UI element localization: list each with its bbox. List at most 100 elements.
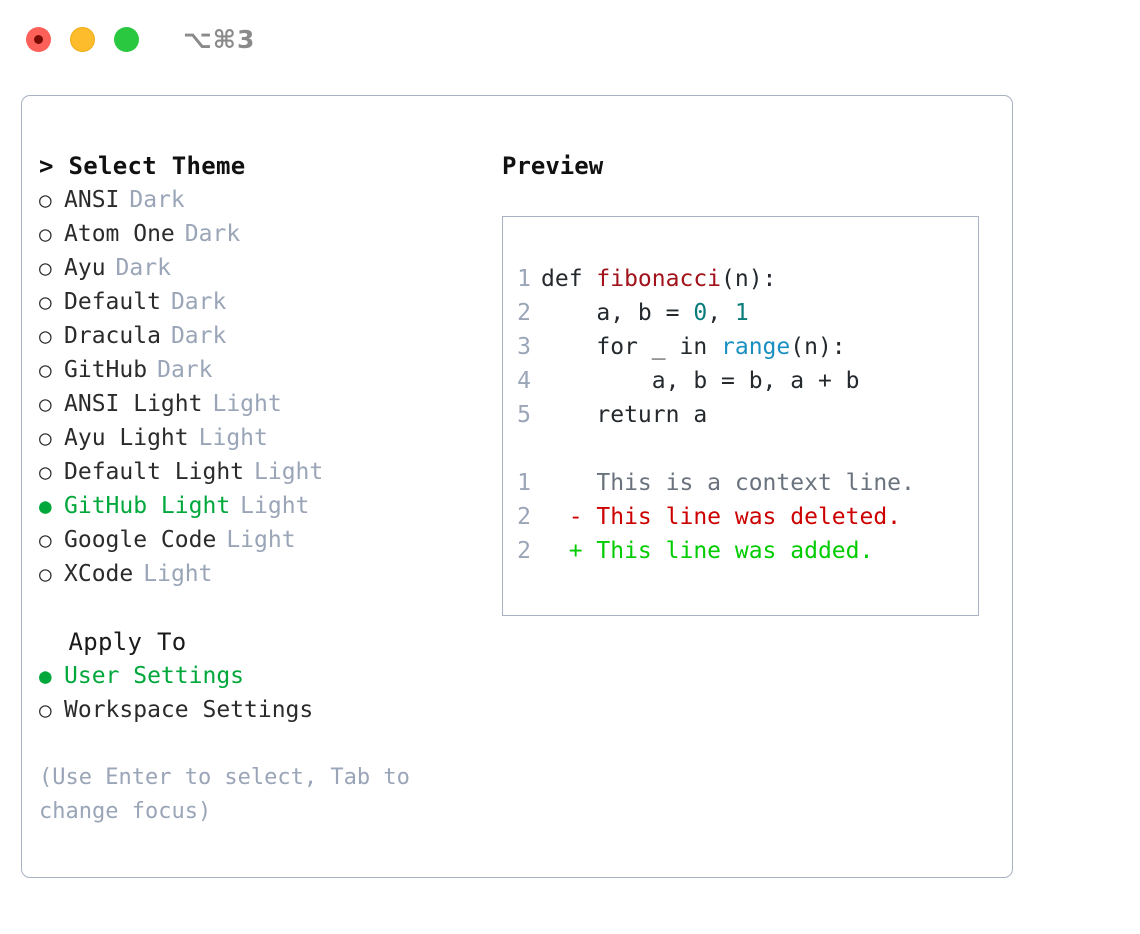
theme-option-label: XCode: [64, 561, 134, 587]
radio-unselected-icon: ○: [39, 256, 52, 280]
theme-option-github-light[interactable]: ● GitHub Light Light: [39, 489, 502, 523]
theme-variant-tag: Light: [240, 493, 310, 519]
theme-variant-tag: Dark: [184, 221, 241, 247]
line-number: 4: [517, 368, 531, 394]
apply-to-option-list[interactable]: ● User Settings ○ Workspace Settings: [39, 659, 502, 727]
minimize-window-icon[interactable]: [70, 26, 95, 52]
apply-to-header: Apply To: [39, 628, 187, 656]
code-line: 3 for _ in range(n):: [503, 330, 978, 364]
apply-to-option-label: User Settings: [64, 663, 245, 689]
theme-variant-tag: Light: [254, 459, 324, 485]
radio-unselected-icon: ○: [39, 358, 52, 382]
theme-option-ayu-light[interactable]: ○ Ayu Light Light: [39, 421, 502, 455]
theme-variant-tag: Light: [198, 425, 268, 451]
radio-unselected-icon: ○: [39, 392, 52, 416]
help-hint-text: (Use Enter to select, Tab to change focu…: [39, 761, 439, 829]
line-number: 2: [517, 300, 531, 326]
code-token-num: 0: [693, 300, 708, 326]
preview-title: Preview: [502, 152, 604, 180]
code-token-plain: for _ in: [541, 334, 722, 360]
code-line: 4 a, b = b, a + b: [503, 364, 978, 398]
diff-line-ctx: 1 This is a context line.: [503, 466, 978, 500]
diff-sample: 1 This is a context line.2 - This line w…: [503, 466, 978, 568]
line-number: 1: [517, 266, 531, 292]
line-number: 2: [517, 504, 531, 530]
theme-option-label: Ayu: [64, 255, 106, 281]
code-token-plain: a, b =: [541, 300, 694, 326]
apply-to-option-user-settings[interactable]: ● User Settings: [39, 659, 502, 693]
theme-option-atom-one[interactable]: ○ Atom One Dark: [39, 217, 502, 251]
code-token-plain: (n):: [790, 334, 846, 360]
theme-variant-tag: Dark: [115, 255, 171, 281]
diff-line-del: 2 - This line was deleted.: [503, 500, 978, 534]
radio-unselected-icon: ○: [39, 698, 52, 722]
code-token-plain: (n):: [721, 266, 777, 292]
theme-option-xcode[interactable]: ○ XCode Light: [39, 557, 502, 591]
code-token-plain: return a: [541, 402, 708, 428]
theme-option-label: Ayu Light: [64, 425, 189, 451]
line-number: 1: [517, 470, 531, 496]
code-text: def fibonacci(n):: [541, 262, 776, 296]
theme-option-label: Default: [64, 289, 161, 315]
select-theme-header: > Select Theme: [39, 152, 246, 180]
line-number: 5: [517, 402, 531, 428]
code-line: 2 a, b = 0, 1: [503, 296, 978, 330]
radio-selected-icon: ●: [39, 664, 52, 688]
help-hint-line-1: (Use Enter to select, Tab to: [39, 765, 410, 790]
code-token-fn: fibonacci: [596, 266, 722, 292]
code-text: a, b = 0, 1: [541, 296, 749, 330]
theme-variant-tag: Dark: [170, 289, 227, 315]
close-window-icon[interactable]: [26, 26, 51, 52]
help-hint-line-2: change focus): [39, 799, 212, 824]
apply-to-option-label: Workspace Settings: [64, 697, 314, 723]
diff-text: + This line was added.: [541, 538, 874, 564]
apply-to-option-workspace-settings[interactable]: ○ Workspace Settings: [39, 693, 502, 727]
radio-unselected-icon: ○: [39, 562, 52, 586]
theme-variant-tag: Dark: [157, 357, 213, 383]
theme-option-label: Dracula: [64, 323, 161, 349]
code-token-plain: ,: [707, 300, 735, 326]
radio-unselected-icon: ○: [39, 222, 52, 246]
radio-unselected-icon: ○: [39, 188, 52, 212]
code-line: 5 return a: [503, 398, 978, 432]
radio-unselected-icon: ○: [39, 528, 52, 552]
theme-variant-tag: Dark: [129, 187, 185, 213]
code-spacer: [503, 432, 978, 466]
theme-option-ansi-light[interactable]: ○ ANSI Light Light: [39, 387, 502, 421]
code-token-kw: def: [541, 266, 597, 292]
theme-option-ansi[interactable]: ○ ANSI Dark: [39, 183, 502, 217]
radio-unselected-icon: ○: [39, 426, 52, 450]
theme-option-label: Atom One: [64, 221, 175, 247]
theme-option-label: ANSI: [64, 187, 120, 213]
code-token-call: range: [721, 334, 791, 360]
radio-unselected-icon: ○: [39, 460, 52, 484]
code-token-num: 1: [734, 300, 749, 326]
theme-option-label: GitHub Light: [64, 493, 231, 519]
title-bar: ⌥⌘3: [0, 0, 1140, 78]
radio-selected-icon: ●: [39, 494, 52, 518]
theme-option-github[interactable]: ○ GitHub Dark: [39, 353, 502, 387]
theme-option-ayu[interactable]: ○ Ayu Dark: [39, 251, 502, 285]
theme-option-label: ANSI Light: [64, 391, 203, 417]
diff-text: This is a context line.: [541, 470, 915, 496]
recording-dot-icon: [34, 34, 43, 44]
maximize-window-icon[interactable]: [114, 26, 139, 52]
code-text: a, b = b, a + b: [541, 364, 860, 398]
code-line: 1 def fibonacci(n):: [503, 262, 978, 296]
theme-option-label: GitHub: [64, 357, 148, 383]
traffic-lights: [26, 26, 139, 52]
theme-variant-tag: Light: [212, 391, 282, 417]
theme-variant-tag: Light: [143, 561, 213, 587]
theme-option-label: Google Code: [64, 527, 217, 553]
